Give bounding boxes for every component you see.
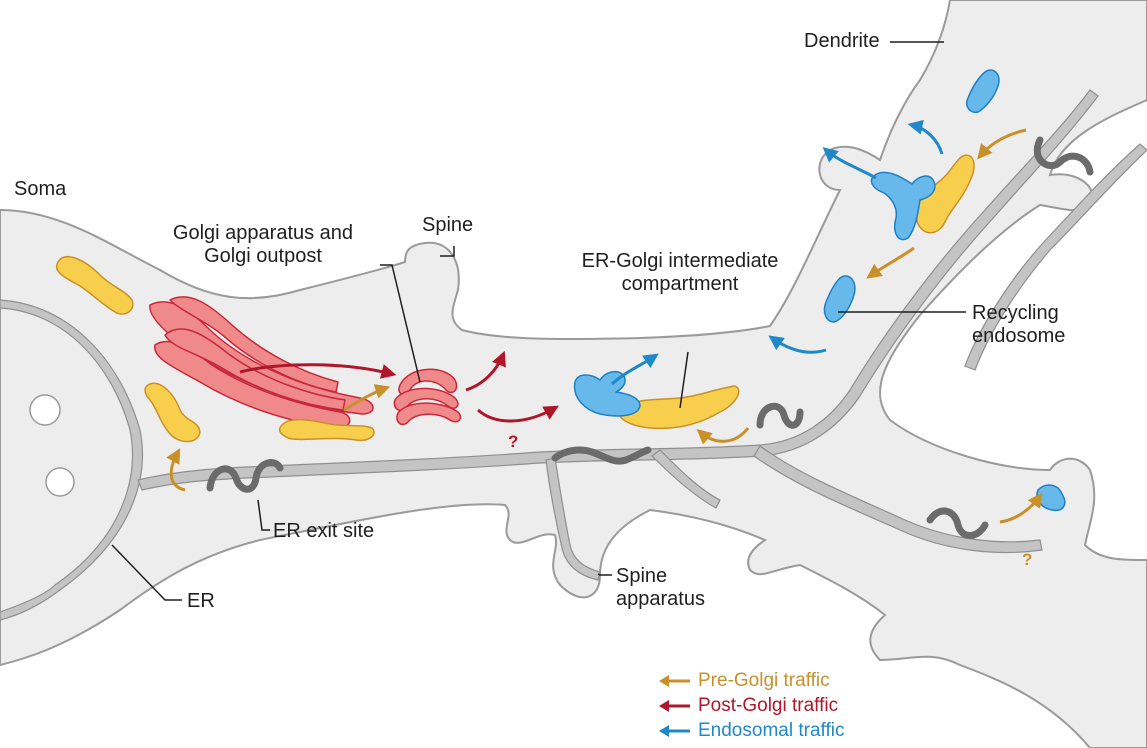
legend: Pre-Golgi traffic Post-Golgi traffic End… xyxy=(658,668,844,743)
spine-apparatus-line2: apparatus xyxy=(616,588,705,611)
er-label: ER xyxy=(187,590,215,613)
legend-item-endosomal: Endosomal traffic xyxy=(658,718,844,743)
arrow-left-icon xyxy=(658,674,692,688)
recycling-label-line1: Recycling xyxy=(972,302,1065,325)
er-exit-site-label: ER exit site xyxy=(273,520,374,543)
golgi-apparatus-label: Golgi apparatus and Golgi outpost xyxy=(138,222,388,268)
ergic-label-line2: compartment xyxy=(545,273,815,296)
recycling-endosome-label: Recycling endosome xyxy=(972,302,1065,348)
recycling-label-line2: endosome xyxy=(972,325,1065,348)
legend-label-endosomal: Endosomal traffic xyxy=(698,720,844,742)
legend-label-post-golgi: Post-Golgi traffic xyxy=(698,695,838,717)
legend-item-pre-golgi: Pre-Golgi traffic xyxy=(658,668,844,693)
soma-label: Soma xyxy=(14,178,66,201)
ergic-label-line1: ER-Golgi intermediate xyxy=(545,250,815,273)
spine-apparatus-line1: Spine xyxy=(616,565,705,588)
legend-label-pre-golgi: Pre-Golgi traffic xyxy=(698,670,830,692)
legend-item-post-golgi: Post-Golgi traffic xyxy=(658,693,844,718)
golgi-label-line2: Golgi outpost xyxy=(138,245,388,268)
soma-vesicle-1 xyxy=(30,395,60,425)
soma-vesicle-2 xyxy=(46,468,74,496)
spine-label: Spine xyxy=(422,214,473,237)
golgi-label-line1: Golgi apparatus and xyxy=(138,222,388,245)
dendrite-label: Dendrite xyxy=(804,30,880,53)
arrow-left-icon xyxy=(658,699,692,713)
ergic-label: ER-Golgi intermediate compartment xyxy=(545,250,815,296)
arrow-left-icon xyxy=(658,724,692,738)
question-mark-post-golgi: ? xyxy=(508,432,518,452)
spine-apparatus-label: Spine apparatus xyxy=(616,565,705,611)
question-mark-pre-golgi: ? xyxy=(1022,550,1032,570)
